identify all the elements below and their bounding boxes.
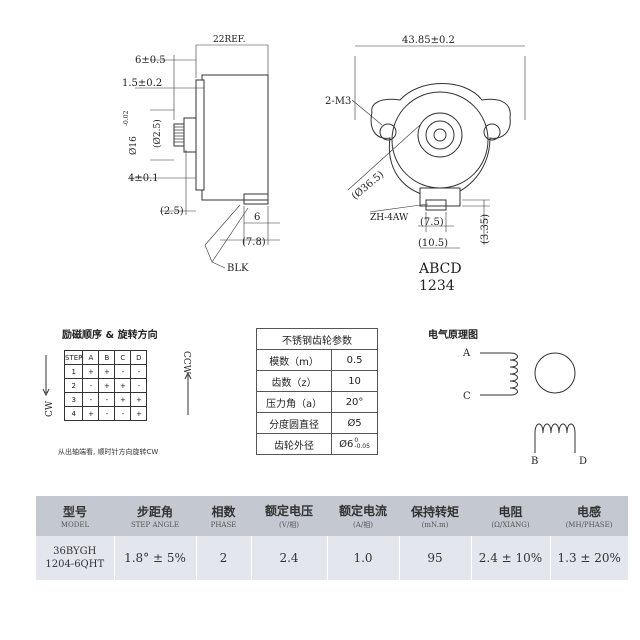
coil-ac — [480, 352, 518, 396]
dim-7-8: (7.8) — [242, 237, 266, 248]
dim-4: 4±0.1 — [128, 173, 159, 184]
cw-arrow-icon — [42, 355, 50, 397]
dim-1-5: 1.5±0.2 — [122, 78, 162, 89]
table-row: 压力角（a） 20° — [255, 391, 378, 413]
header-inductance: 电感(MH/PHASE) — [550, 496, 628, 536]
ccw-label: CCW — [181, 351, 191, 375]
circuit-diagram: A C B D — [462, 348, 587, 467]
ccw-arrow-icon — [184, 371, 192, 415]
header-torque: 保持转矩(mN.m) — [399, 496, 471, 536]
dim-dia: (Ø36.5) — [350, 169, 386, 202]
table-row: 分度圆直径 Ø5 — [255, 412, 378, 434]
table-row: 齿轮外径 Ø60-0.05 — [255, 433, 378, 455]
outer-dia-tol-upper: 0 — [354, 437, 359, 444]
param-value: 10 — [331, 370, 378, 392]
table-cell: 4 — [63, 406, 84, 421]
table-cell: 3 — [63, 392, 84, 407]
dim-shaft-tol: -0.02 — [123, 110, 130, 126]
cw-label: CW — [45, 400, 55, 417]
dim-10-5: (10.5) — [418, 238, 448, 249]
param-value: Ø60-0.05 — [331, 433, 378, 455]
table-row: 齿数（z） 10 — [255, 370, 378, 392]
param-label: 齿数（z） — [255, 370, 333, 392]
outer-dia-value: Ø6 — [339, 439, 354, 450]
dim-2-5: (2.5) — [160, 206, 184, 217]
dim-22ref: 22REF. — [213, 35, 246, 45]
table-row: 4 + - - + — [63, 406, 148, 421]
param-label: 压力角（a） — [255, 391, 333, 413]
header-resistance: 电阻(Ω/XIANG) — [471, 496, 550, 536]
cell-voltage: 2.4 — [250, 536, 327, 580]
table-cell: + — [82, 406, 100, 421]
cell-current: 1.0 — [326, 536, 399, 580]
table-row: 3 - - + + — [63, 392, 148, 407]
front-view: 43.85±0.2 2-M3 (Ø36.5) ZH-4AW (7.5) (10.… — [325, 35, 526, 294]
step-sequence-note: 从出轴端看, 顺时针方向旋转CW — [58, 448, 159, 456]
header-voltage: 额定电压(V/相) — [251, 496, 327, 536]
table-cell: + — [130, 392, 148, 407]
gear-title: 不锈钢齿轮参数 — [256, 328, 378, 350]
cell-torque: 95 — [398, 536, 471, 580]
cell-step-angle: 1.8° ± 5% — [113, 536, 196, 580]
circuit-title: 电气原理图 — [428, 330, 478, 341]
terminal-d: D — [579, 456, 587, 467]
header-current: 额定电流(A/相) — [327, 496, 399, 536]
terminal-c: C — [463, 391, 471, 402]
cell-inductance: 1.3 ± 20% — [549, 536, 628, 580]
table-row: STEP A B C D — [63, 350, 148, 365]
cell-resistance: 2.4 ± 10% — [470, 536, 550, 580]
dim-6: 6±0.5 — [135, 55, 166, 66]
table-row: 模数（m） 0.5 — [255, 349, 378, 371]
param-value: 20° — [331, 391, 378, 413]
param-label: 模数（m） — [255, 349, 333, 371]
table-cell: - — [114, 406, 132, 421]
rotor-icon — [534, 352, 576, 394]
terminal-b: B — [531, 456, 538, 467]
step-sequence-title: 励磁顺序 & 旋转方向 — [62, 330, 158, 341]
step-sequence-table: STEP A B C D 1 + + - - 2 - + + - 3 - - +… — [63, 350, 148, 421]
param-label: 分度圆直径 — [255, 412, 333, 434]
dim-6b: 6 — [254, 212, 260, 223]
outer-dia-tol-lower: -0.05 — [354, 443, 370, 450]
side-view: 6±0.5 22REF. 1.5±0.2 Ø16 -0.02 (Ø2.5) 4±… — [122, 35, 280, 274]
label-blk: BLK — [227, 263, 249, 274]
dim-7-5: (7.5) — [420, 217, 444, 228]
mechanical-drawing: 6±0.5 22REF. 1.5±0.2 Ø16 -0.02 (Ø2.5) 4±… — [122, 35, 526, 294]
label-connector: ZH-4AW — [370, 213, 409, 223]
dim-3-35: (3.35) — [480, 214, 491, 244]
rotation-arrows: CW CCW — [42, 351, 192, 417]
param-value: Ø5 — [331, 412, 378, 434]
table-cell: + — [130, 406, 148, 421]
dim-hub: (Ø2.5) — [152, 119, 163, 148]
terminal-a: A — [462, 348, 471, 359]
cell-phase: 2 — [195, 536, 251, 580]
table-cell: 1 — [63, 364, 84, 379]
table-row: 1 + + - - — [63, 364, 148, 379]
dim-shaft-dia: Ø16 — [128, 136, 139, 155]
pins-letters: ABCD — [418, 261, 462, 277]
param-label: 齿轮外径 — [255, 433, 333, 455]
label-holes: 2-M3 — [325, 96, 351, 107]
coil-bd — [534, 423, 576, 453]
dim-width: 43.85±0.2 — [402, 35, 455, 46]
pins-numbers: 1234 — [419, 278, 455, 294]
gear-params-table: 不锈钢齿轮参数 模数（m） 0.5 齿数（z） 10 压力角（a） 20° 分度… — [255, 328, 378, 455]
table-row: 不锈钢齿轮参数 — [256, 328, 378, 350]
param-value: 0.5 — [331, 349, 378, 371]
